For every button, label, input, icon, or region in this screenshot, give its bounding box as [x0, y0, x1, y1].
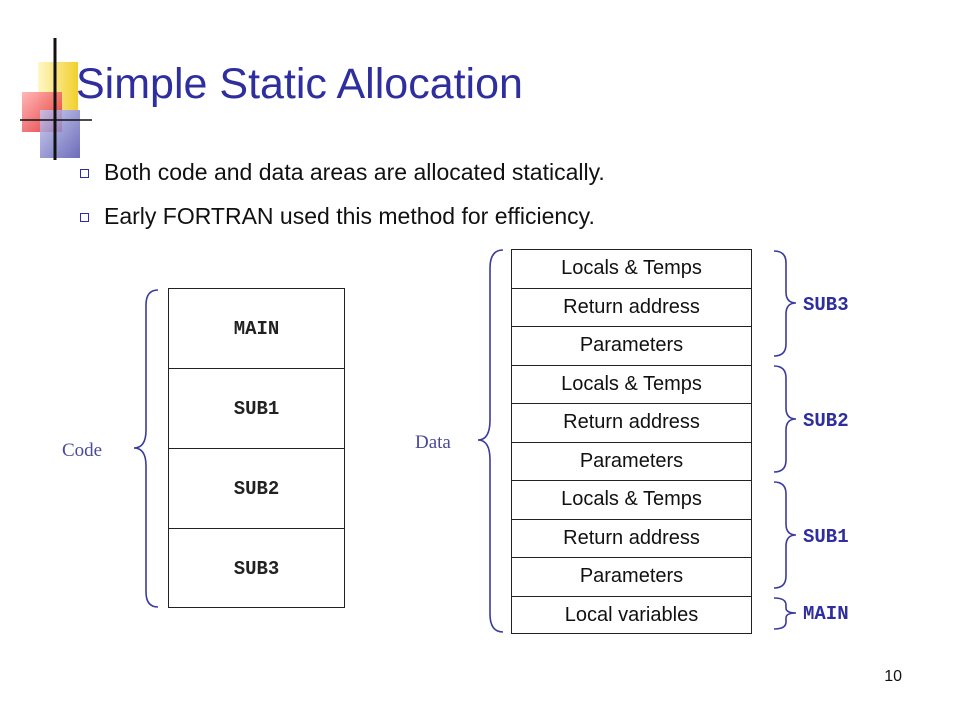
data-cell: Return address	[512, 520, 751, 558]
sub2-brace	[773, 365, 797, 473]
group-label-sub2: SUB2	[803, 410, 849, 432]
data-area-stack: Locals & Temps Return address Parameters…	[511, 249, 752, 634]
data-brace	[477, 249, 504, 633]
data-label: Data	[415, 432, 451, 453]
data-cell: Return address	[512, 289, 751, 327]
code-label: Code	[62, 440, 103, 461]
group-label-sub3: SUB3	[803, 294, 849, 316]
bullet-text: Early FORTRAN used this method for effic…	[104, 203, 595, 229]
data-cell: Parameters	[512, 558, 751, 597]
data-cell: Parameters	[512, 327, 751, 366]
page-number: 10	[884, 668, 902, 685]
sub1-brace	[773, 481, 797, 589]
slide-title: Simple Static Allocation	[76, 60, 523, 108]
bullet-list: Both code and data areas are allocated s…	[80, 150, 605, 238]
bullet-text: Both code and data areas are allocated s…	[104, 159, 605, 185]
code-segment-sub1: SUB1	[169, 369, 344, 449]
code-area-stack: MAIN SUB1 SUB2 SUB3	[168, 288, 345, 608]
corner-decoration	[20, 38, 92, 160]
data-cell: Local variables	[564, 604, 699, 627]
data-cell: Locals & Temps	[512, 366, 751, 404]
square-bullet-icon	[80, 213, 89, 222]
code-segment-main: MAIN	[169, 289, 344, 369]
data-cell: Locals & Temps	[512, 481, 751, 520]
data-cell: Locals & Temps	[512, 250, 751, 289]
data-cell: Return address	[512, 404, 751, 443]
main-brace	[773, 597, 797, 630]
group-label-main: MAIN	[803, 603, 849, 625]
code-segment-sub2: SUB2	[169, 449, 344, 529]
bullet-item: Both code and data areas are allocated s…	[80, 150, 605, 194]
bullet-item: Early FORTRAN used this method for effic…	[80, 194, 605, 238]
sub3-brace	[773, 250, 797, 357]
group-label-sub1: SUB1	[803, 526, 849, 548]
code-brace	[133, 289, 159, 608]
code-segment-sub3: SUB3	[233, 558, 280, 580]
square-bullet-icon	[80, 169, 89, 178]
data-cell: Parameters	[512, 443, 751, 481]
